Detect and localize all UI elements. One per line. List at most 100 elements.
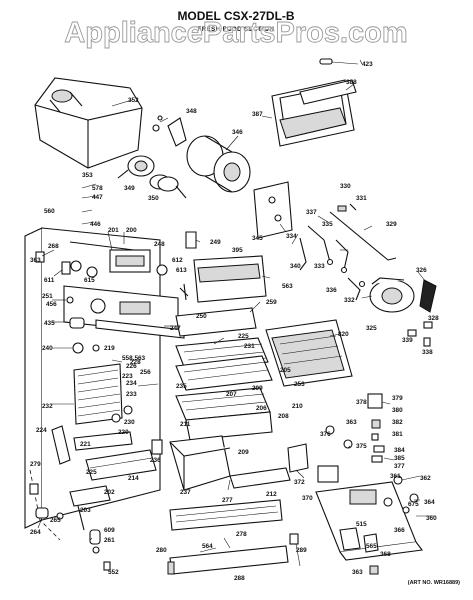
part-328-339-338-clips — [407, 321, 433, 347]
callout-209b: 209 — [238, 449, 249, 456]
callout-380: 380 — [392, 407, 403, 414]
callout-259: 259 — [266, 299, 277, 306]
callout-221: 221 — [80, 441, 91, 448]
callout-261: 261 — [104, 537, 115, 544]
callout-360: 360 — [426, 515, 437, 522]
part-329-rod — [329, 211, 397, 261]
part-346-roller — [186, 135, 251, 193]
part-330-331-clips — [337, 203, 357, 212]
part-206-shelf-frame — [185, 411, 273, 441]
part-345-plate — [253, 181, 293, 239]
part-250-control-housing — [63, 285, 179, 335]
part-350-spring — [149, 174, 187, 199]
callout-612: 612 — [172, 257, 183, 264]
part-212-277-cover — [229, 467, 291, 489]
callout-350: 350 — [148, 195, 159, 202]
callout-225a: 225 — [238, 333, 249, 340]
callout-362: 362 — [420, 475, 431, 482]
callout-388: 388 — [346, 79, 357, 86]
part-349-fan — [117, 155, 155, 179]
callout-564: 564 — [202, 543, 213, 550]
callout-208: 208 — [278, 413, 289, 420]
part-352-pan — [34, 77, 143, 169]
callout-377: 377 — [394, 463, 405, 470]
part-372-bracket — [287, 443, 309, 473]
callout-333: 333 — [314, 263, 325, 270]
part-340-lever — [299, 237, 307, 271]
callout-331: 331 — [356, 195, 367, 202]
callouts: 423 388 387 352 348 346 353 349 350 578 … — [30, 61, 439, 582]
callout-220: 220 — [118, 429, 129, 436]
callout-223: 223 — [122, 373, 133, 380]
callout-337a: 337 — [306, 209, 317, 216]
part-288-strip — [169, 545, 289, 575]
part-280-clip — [167, 561, 175, 575]
section-subtitle: FRESH FOOD SECTION — [198, 27, 275, 33]
part-363-clip — [369, 565, 379, 575]
callout-328: 328 — [428, 315, 439, 322]
part-325-auger-motor — [369, 277, 415, 313]
leader-lines — [37, 59, 434, 567]
callout-387: 387 — [252, 111, 263, 118]
part-335-link — [307, 225, 349, 274]
callout-230: 230 — [124, 419, 135, 426]
callout-289: 289 — [296, 547, 307, 554]
callout-233: 233 — [126, 391, 137, 398]
callout-363a: 363 — [30, 257, 41, 264]
callout-326: 326 — [416, 267, 427, 274]
callout-201: 201 — [108, 227, 119, 234]
callout-346: 346 — [232, 129, 243, 136]
part-379-380-switch — [367, 393, 383, 441]
callout-202: 202 — [104, 489, 115, 496]
part-609-261-552-filter — [89, 529, 111, 571]
part-249-bracket — [185, 231, 197, 249]
art-number: (ART NO. WR16889) — [408, 580, 460, 586]
part-247-rail — [95, 319, 185, 339]
callout-446: 446 — [90, 221, 101, 228]
part-220-230-fittings — [111, 405, 133, 423]
callout-363c: 363 — [352, 569, 363, 576]
callout-288: 288 — [234, 575, 245, 582]
callout-212: 212 — [266, 491, 277, 498]
callout-435: 435 — [44, 320, 55, 327]
callout-345: 345 — [252, 235, 263, 242]
callout-224: 224 — [36, 427, 47, 434]
callout-200: 200 — [126, 227, 137, 234]
callout-338: 338 — [422, 349, 433, 356]
callout-219: 219 — [104, 345, 115, 352]
part-278-toe-grille — [169, 499, 283, 531]
callout-329: 329 — [386, 221, 397, 228]
callout-205: 205 — [280, 367, 291, 374]
part-326-auger — [419, 279, 437, 313]
callout-447: 447 — [92, 194, 103, 201]
callout-253: 253 — [294, 381, 305, 388]
callout-280: 280 — [156, 547, 167, 554]
part-435-456-light — [66, 296, 85, 329]
callout-235: 235 — [176, 383, 187, 390]
part-279-tube — [29, 469, 61, 541]
callout-248: 248 — [154, 241, 165, 248]
callout-363b: 363 — [346, 419, 357, 426]
callout-332: 332 — [344, 297, 355, 304]
part-211-crisper — [169, 435, 231, 491]
callout-348: 348 — [186, 108, 197, 115]
callout-237: 237 — [180, 489, 191, 496]
callout-615: 615 — [84, 277, 95, 284]
callout-249: 249 — [210, 239, 221, 246]
part-395-563-duct — [193, 255, 267, 303]
part-232-evaporator — [73, 363, 123, 425]
part-612-613-fan — [156, 264, 189, 301]
callout-379: 379 — [392, 395, 403, 402]
callout-558-563: 558,563 — [122, 355, 146, 362]
callout-560: 560 — [44, 208, 55, 215]
callout-613: 613 — [176, 267, 187, 274]
callout-231a: 231 — [244, 343, 255, 350]
callout-372: 372 — [294, 479, 305, 486]
part-370-timer — [317, 465, 339, 483]
callout-456: 456 — [46, 301, 57, 308]
callout-234: 234 — [126, 380, 137, 387]
callout-565: 565 — [366, 543, 377, 550]
callout-675: 675 — [408, 501, 419, 508]
callout-336: 336 — [326, 287, 337, 294]
callout-563a: 563 — [282, 283, 293, 290]
